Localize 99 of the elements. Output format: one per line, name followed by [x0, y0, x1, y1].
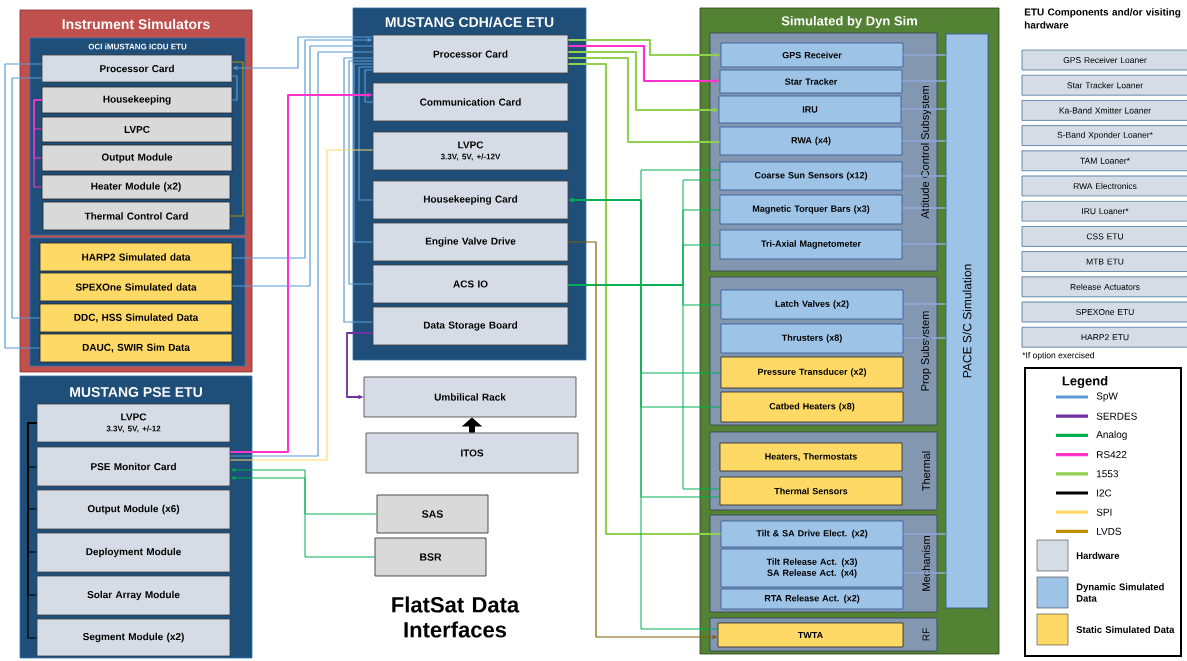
- component-box: Catbed Heaters (x8): [720, 391, 904, 423]
- component-box: IRU: [718, 95, 902, 124]
- legend-label: I2C: [1097, 489, 1112, 497]
- connector-line: [567, 284, 721, 490]
- component-box: LVPC 3.3V, 5V, +/-12V: [372, 131, 569, 171]
- component-box: LVPC 3.3V, 5V, +/-12: [36, 403, 231, 443]
- component-box: Processor Card: [372, 34, 569, 74]
- component-box: DDC, HSS Simulated Data: [39, 303, 233, 333]
- component-box: Solar Array Module: [36, 575, 231, 616]
- connector-line: [229, 149, 374, 461]
- connector-line: [348, 60, 374, 285]
- component-box: Heater Module (x2): [41, 174, 231, 200]
- component-box: Thermal Control Card: [42, 201, 231, 231]
- component-box: HARP2 ETU: [1021, 326, 1187, 348]
- connector-line: [4, 63, 43, 349]
- component-box: GPS Receiver Loaner: [1021, 49, 1187, 71]
- arrow: [231, 468, 378, 515]
- connector-line: [901, 80, 947, 82]
- legend-label: RS422: [1097, 451, 1127, 459]
- component-box: Pressure Transducer (x2): [720, 356, 904, 389]
- component-box: PSE Monitor Card: [36, 446, 231, 487]
- component-box: Tilt Release Act. (x3) SA Release Act. (x4): [720, 548, 904, 588]
- component-box: SPEXOne ETU: [1021, 301, 1187, 323]
- component-box: Star Tracker: [719, 69, 903, 94]
- component-box: Communication Card: [372, 82, 569, 122]
- component-box: ACS IO: [372, 264, 569, 304]
- arrow: [231, 476, 376, 558]
- connector-line: [229, 61, 244, 217]
- connector-line: [902, 572, 947, 574]
- component-box: Magnetic Torquer Bars (x3): [719, 194, 903, 225]
- component-box: ITOS: [365, 432, 579, 474]
- connector-line: [231, 75, 238, 101]
- connector-line: [568, 62, 721, 536]
- legend-label: SERDES: [1096, 412, 1137, 420]
- connector-line: [902, 337, 947, 339]
- component-box: Output Module: [41, 144, 233, 172]
- component-box: IRU Loaner*: [1021, 200, 1187, 222]
- connector-line: [901, 140, 947, 142]
- heading-text: ETU Components and/or visiting hardware: [1024, 8, 1181, 29]
- component-box: MTB ETU: [1021, 251, 1187, 272]
- legend-label: LVDS: [1097, 527, 1122, 535]
- component-box: Thermal Sensors: [719, 476, 903, 506]
- component-box: RWA Electronics: [1021, 175, 1187, 197]
- component-box: TWTA: [717, 622, 904, 648]
- component-box: Engine Valve Drive: [372, 222, 569, 262]
- component-box: LVPC: [41, 116, 233, 143]
- connector-line: [568, 56, 720, 144]
- component-box: TAM Loaner*: [1021, 150, 1187, 172]
- component-box: DAUC, SWIR Sim Data: [39, 333, 233, 363]
- connector-line: [901, 243, 947, 245]
- component-box: Deployment Module: [36, 532, 231, 573]
- component-box: Heaters, Thermostats: [719, 442, 903, 472]
- connector-line: [358, 66, 374, 201]
- legend-label: Static Simulated Data: [1076, 626, 1175, 633]
- component-box: Umbilical Rack: [363, 376, 577, 418]
- simulation-panel: PACE S/C Simulation: [945, 33, 989, 609]
- component-box: Ka-Band Xmitter Loaner: [1021, 100, 1187, 121]
- component-box: GPS Receiver: [720, 42, 904, 68]
- component-box: S-Band Xponder Loaner*: [1021, 125, 1187, 146]
- connector-line: [902, 303, 947, 305]
- connector-line: [343, 57, 374, 323]
- component-box: HARP2 Simulated data: [39, 242, 233, 272]
- legend-label: 1553: [1096, 470, 1118, 478]
- component-box: Housekeeping: [41, 86, 233, 114]
- connector-line: [902, 533, 947, 535]
- connector-line: [11, 77, 43, 319]
- component-box: Coarse Sun Sensors (x12): [719, 161, 903, 191]
- legend-label: Analog: [1096, 430, 1127, 441]
- connector-line: [900, 108, 947, 110]
- component-box: RWA (x4): [719, 126, 903, 156]
- component-box: Release Actuators: [1021, 276, 1187, 298]
- diagram-title: FlatSat Data Interfaces: [392, 596, 520, 638]
- component-box: BSR: [374, 537, 487, 577]
- legend-label: SpW: [1096, 392, 1118, 402]
- component-box: Tilt & SA Drive Elect. (x2): [720, 520, 904, 548]
- legend-label: SPI: [1096, 508, 1112, 516]
- connector-line: [901, 175, 947, 177]
- connector-line: [353, 63, 374, 243]
- connector-line: [27, 422, 38, 639]
- component-box: SAS: [376, 494, 489, 534]
- legend-title: Legend: [1062, 375, 1108, 389]
- component-box: RTA Release Act. (x2): [720, 588, 904, 610]
- legend-label: Dynamic Simulated Data: [1076, 583, 1164, 602]
- component-box: SPEXOne Simulated data: [39, 272, 233, 302]
- component-box: Latch Valves (x2): [720, 289, 904, 320]
- component-box: CSS ETU: [1021, 226, 1187, 247]
- connector-line: [364, 69, 374, 103]
- component-box: Tri-Axial Magnetometer: [719, 229, 903, 260]
- component-box: Data Storage Board: [372, 306, 569, 346]
- component-box: Output Module (x6): [36, 489, 231, 530]
- connector-line: [33, 99, 43, 188]
- component-box: Star Tracker Loaner: [1021, 74, 1187, 96]
- component-box: Segment Module (x2): [36, 618, 231, 657]
- component-box: Housekeeping Card: [372, 180, 569, 220]
- connector-line: [902, 54, 947, 56]
- legend-label: Hardware: [1076, 552, 1120, 559]
- component-box: Thrusters (x8): [720, 323, 904, 354]
- connector-line: [901, 207, 947, 209]
- component-box: Processor Card: [41, 54, 233, 83]
